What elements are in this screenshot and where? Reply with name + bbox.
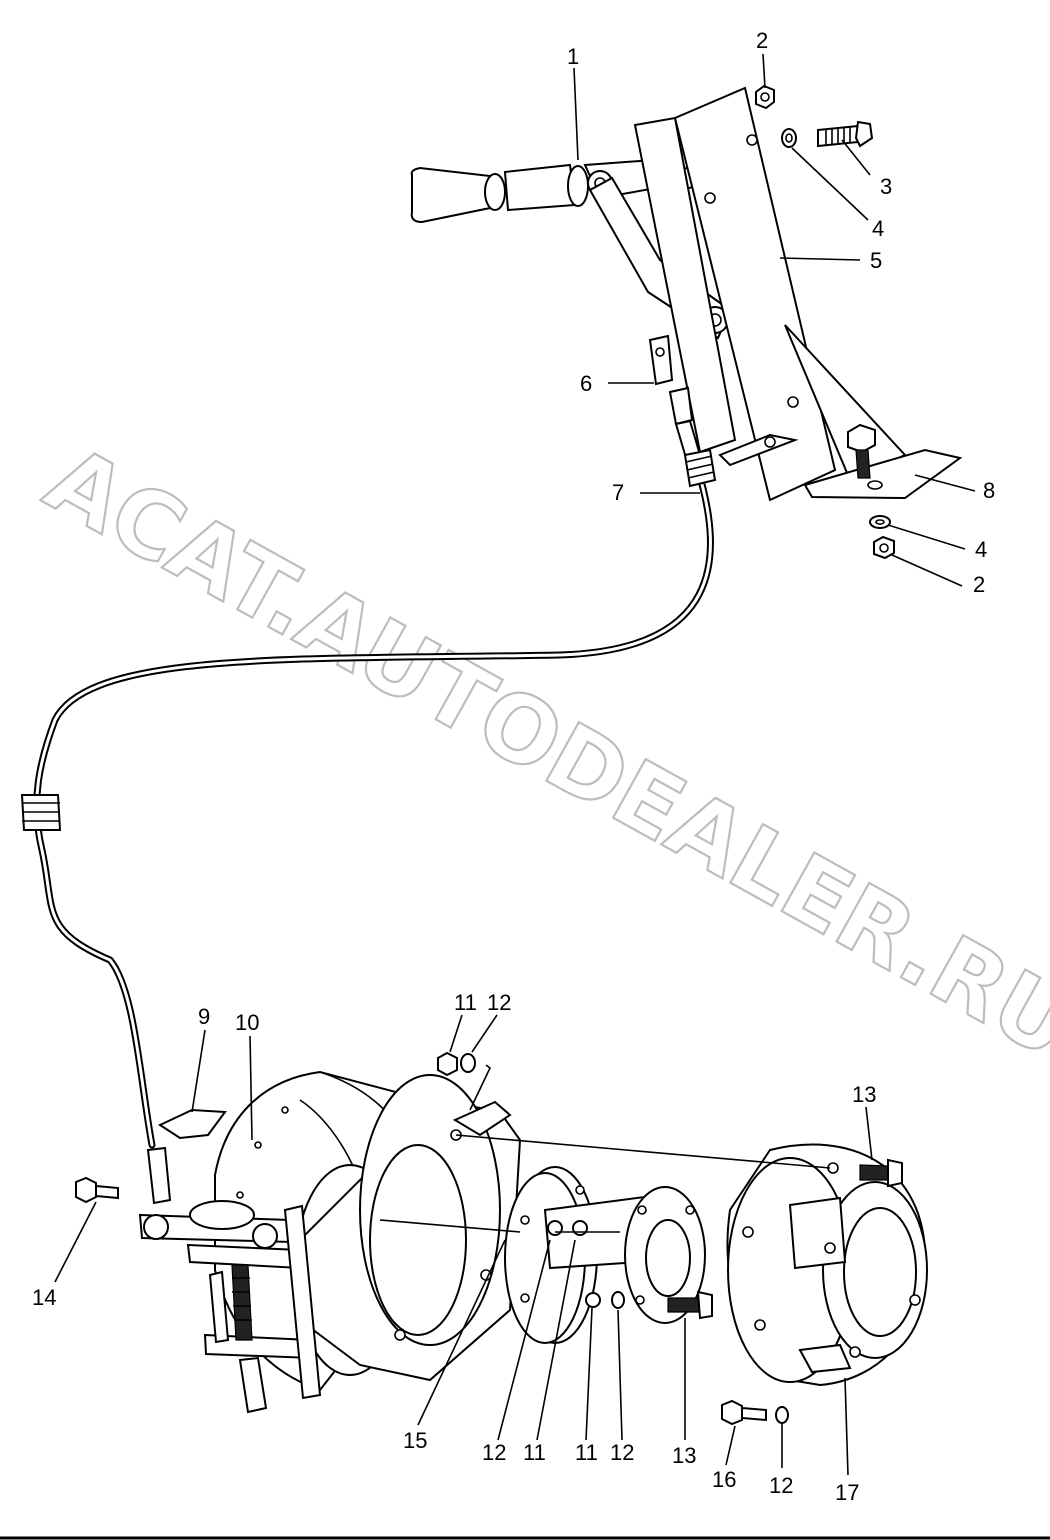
callout-12-bottom: 12 [769,1473,793,1498]
washer-4-bottom [869,515,891,529]
callout-13-right: 13 [852,1082,876,1107]
callout-labels: 1 2 3 4 5 6 7 8 4 2 9 10 11 12 13 14 15 … [32,28,995,1505]
callout-7: 7 [612,480,624,505]
washer-4-top [781,128,797,148]
bolt-13-right [859,1158,903,1188]
callout-14: 14 [32,1285,56,1310]
mounting-bracket [633,86,963,502]
clutch-housing-17 [726,1143,928,1387]
bolt-16-washer-12 [721,1399,789,1426]
assembly-lines [379,1064,831,1233]
bolt-13-center [667,1290,713,1320]
callout-12-top: 12 [487,990,511,1015]
control-cable-7 [20,448,717,1149]
callout-17: 17 [835,1480,859,1505]
callout-5: 5 [870,248,882,273]
nut-11-washer-12-top [437,1051,476,1077]
callout-1: 1 [567,44,579,69]
callout-3: 3 [880,174,892,199]
callout-8: 8 [983,478,995,503]
callout-12-center: 12 [482,1440,506,1465]
nut-2-bottom [873,535,895,560]
callout-15: 15 [403,1428,427,1453]
leader-lines [54,53,976,1476]
bolt-14 [75,1176,119,1204]
callout-11-center-right: 11 [575,1440,598,1465]
nut-2-top [755,84,775,110]
plate-9 [157,1108,227,1140]
watermark-text: ACAT.AUTODEALER.RU [29,426,1050,1080]
callout-11-center-left: 11 [523,1440,546,1465]
callout-2-top: 2 [756,28,768,53]
bolt-3 [817,120,874,148]
callout-16: 16 [712,1467,736,1492]
brake-band-and-lever [138,1146,322,1414]
callout-4-bottom: 4 [975,537,987,562]
housing-15 [288,1074,522,1382]
callout-4-top: 4 [872,216,884,241]
callout-2-bottom: 2 [973,572,985,597]
bolt-8 [847,423,876,479]
callout-9: 9 [198,1004,210,1029]
callout-10: 10 [235,1010,259,1035]
callout-12-center-right: 12 [610,1440,634,1465]
callout-6: 6 [580,371,592,396]
callout-11-top: 11 [454,990,477,1015]
callout-13-center: 13 [672,1443,696,1468]
adapter-flange [543,1186,706,1324]
